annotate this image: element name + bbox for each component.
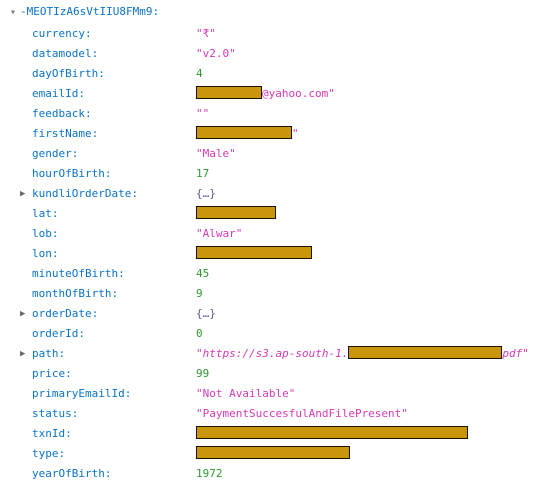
expand-arrow-icon[interactable]: ▶ xyxy=(20,189,26,199)
json-value: 99 xyxy=(196,367,210,380)
expand-arrow-icon[interactable]: ▶ xyxy=(20,349,26,359)
redaction-box xyxy=(196,446,350,459)
json-value: "Not Available" xyxy=(196,387,296,400)
json-value: 1972 xyxy=(196,467,223,480)
json-value xyxy=(196,244,312,264)
value-prefix: "https://s3.ap-south-1. xyxy=(196,347,349,360)
json-key: firstName: xyxy=(32,127,99,140)
json-value: "Male" xyxy=(196,147,236,160)
json-key: yearOfBirth: xyxy=(32,467,112,480)
expand-arrow-icon[interactable]: ▶ xyxy=(20,309,26,319)
json-key: type: xyxy=(32,447,66,460)
redaction-box xyxy=(196,206,276,219)
value-suffix: pdf" xyxy=(502,347,529,360)
redaction-box xyxy=(196,86,262,99)
json-key: minuteOfBirth: xyxy=(32,267,125,280)
json-value: 0 xyxy=(196,327,203,340)
json-key: lob: xyxy=(32,227,59,240)
json-key: lon: xyxy=(32,247,59,260)
json-value: "" xyxy=(196,107,210,120)
collapse-arrow-icon[interactable]: ▾ xyxy=(9,7,17,18)
json-key: status: xyxy=(32,407,79,420)
json-key: path: xyxy=(32,347,66,360)
json-value[interactable]: {…} xyxy=(196,187,216,200)
json-key: primaryEmailId: xyxy=(32,387,132,400)
json-value: " xyxy=(196,124,299,144)
redaction-box xyxy=(196,426,468,439)
json-key: emailId: xyxy=(32,87,85,100)
json-key: gender: xyxy=(32,147,79,160)
json-value: 9 xyxy=(196,287,203,300)
json-value: @yahoo.com" xyxy=(196,84,335,104)
json-key: feedback: xyxy=(32,107,92,120)
json-value xyxy=(196,444,350,464)
json-value: 17 xyxy=(196,167,210,180)
json-value: "₹" xyxy=(196,27,216,40)
json-key: price: xyxy=(32,367,72,380)
json-value: "Alwar" xyxy=(196,227,243,240)
json-value[interactable]: {…} xyxy=(196,307,216,320)
json-key: monthOfBirth: xyxy=(32,287,119,300)
redaction-box xyxy=(196,246,312,259)
json-value: "PaymentSuccesfulAndFilePresent" xyxy=(196,407,408,420)
redaction-box xyxy=(196,126,292,139)
json-key: txnId: xyxy=(32,427,72,440)
redaction-box xyxy=(348,346,503,359)
json-key: datamodel: xyxy=(32,47,99,60)
json-key: dayOfBirth: xyxy=(32,67,105,80)
json-key: orderDate: xyxy=(32,307,99,320)
value-suffix: @yahoo.com" xyxy=(262,87,335,100)
root-node[interactable]: ▾-MEOTIzA6sVtIIU8FMm9: xyxy=(8,2,159,22)
json-value xyxy=(196,424,468,444)
value-suffix: " xyxy=(292,127,299,140)
root-key: -MEOTIzA6sVtIIU8FMm9: xyxy=(20,5,160,18)
json-key: orderId: xyxy=(32,327,85,340)
json-value: 4 xyxy=(196,67,203,80)
json-value xyxy=(196,204,276,224)
json-key: lat: xyxy=(32,207,59,220)
json-key: currency: xyxy=(32,27,92,40)
json-value: "v2.0" xyxy=(196,47,236,60)
json-value: 45 xyxy=(196,267,210,280)
json-key: kundliOrderDate: xyxy=(32,187,138,200)
json-key: hourOfBirth: xyxy=(32,167,112,180)
json-value: "https://s3.ap-south-1. pdf" xyxy=(196,344,529,364)
